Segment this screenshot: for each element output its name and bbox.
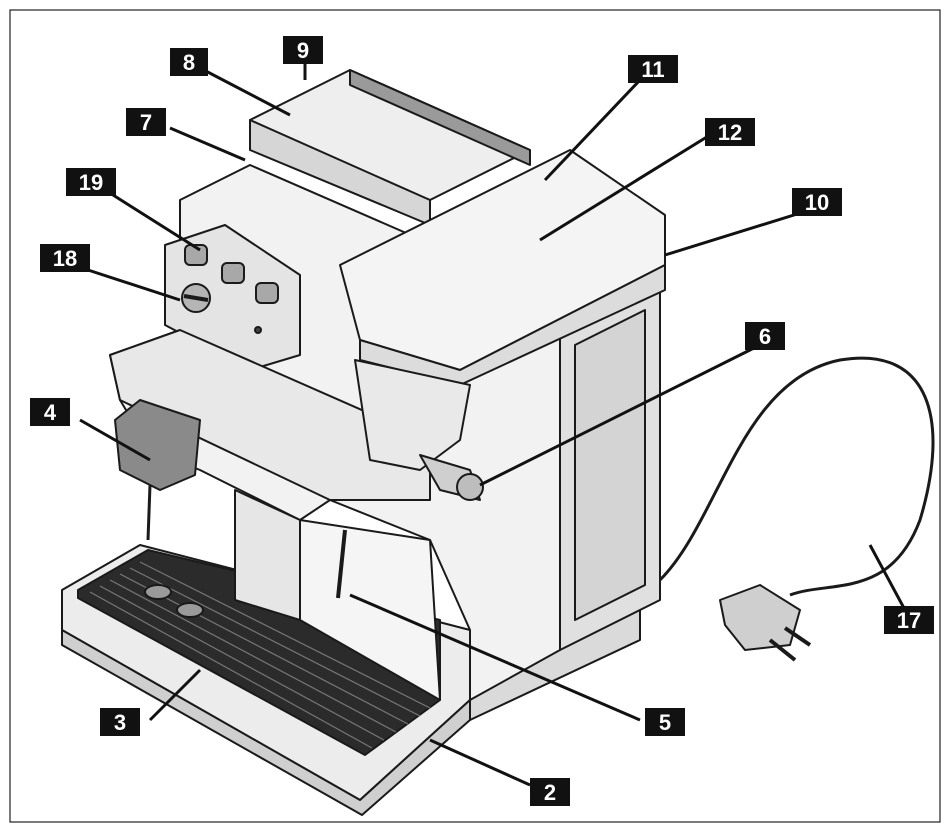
callout-11-text: 11 — [641, 57, 664, 82]
callout-8: 8 — [170, 48, 208, 76]
front-band — [109, 329, 431, 501]
button-3 — [255, 282, 279, 304]
callout-10: 10 — [792, 188, 842, 216]
callout-17-text: 17 — [897, 608, 921, 633]
callout-10-text: 10 — [805, 190, 829, 215]
coffee-machine-illustration — [61, 69, 935, 816]
callout-17: 17 — [884, 606, 934, 634]
dispenser-spout — [146, 484, 152, 541]
callout-11: 11 — [628, 55, 678, 83]
button-1 — [184, 244, 208, 266]
hopper — [354, 359, 471, 471]
callout-18: 18 — [40, 244, 90, 272]
top-cover-edge — [359, 264, 666, 386]
plug-pin-2 — [783, 626, 812, 647]
callout-5: 5 — [645, 708, 685, 736]
selection-buttons — [184, 244, 279, 304]
callout-6: 6 — [745, 322, 785, 350]
callout-3-text: 3 — [114, 710, 126, 735]
callout-19: 19 — [66, 168, 116, 196]
callout-4: 4 — [30, 398, 70, 426]
steam-knob — [456, 473, 484, 501]
callout-8-text: 8 — [183, 50, 195, 75]
steam-wand — [336, 529, 347, 599]
callout-6-text: 6 — [759, 324, 771, 349]
water-tank — [574, 309, 646, 621]
callout-12: 12 — [705, 118, 755, 146]
indicator-light — [254, 326, 262, 334]
power-plug — [719, 584, 801, 651]
callout-4-text: 4 — [44, 400, 57, 425]
cup-support-1 — [144, 584, 172, 600]
callout-7-text: 7 — [140, 110, 152, 135]
callout-18-text: 18 — [53, 246, 77, 271]
plug-pin-1 — [768, 638, 797, 662]
callout-7: 7 — [126, 108, 166, 136]
callout-2-text: 2 — [544, 780, 556, 805]
cup-support-2 — [176, 602, 204, 618]
power-cord — [658, 356, 935, 597]
callout-2: 2 — [530, 778, 570, 806]
dispenser — [114, 399, 201, 491]
callout-9-text: 9 — [297, 38, 309, 63]
knob-marker — [183, 294, 209, 302]
bean-container-lid — [349, 69, 531, 166]
diagram-frame — [9, 9, 941, 823]
callout-5-text: 5 — [659, 710, 671, 735]
drip-grid-lines — [89, 561, 431, 749]
leader-lines — [79, 62, 907, 787]
callout-12-text: 12 — [718, 120, 742, 145]
chamber-back — [299, 519, 441, 701]
callout-19-text: 19 — [79, 170, 103, 195]
callout-3: 3 — [100, 708, 140, 736]
callout-9: 9 — [283, 36, 323, 64]
button-2 — [221, 262, 245, 284]
